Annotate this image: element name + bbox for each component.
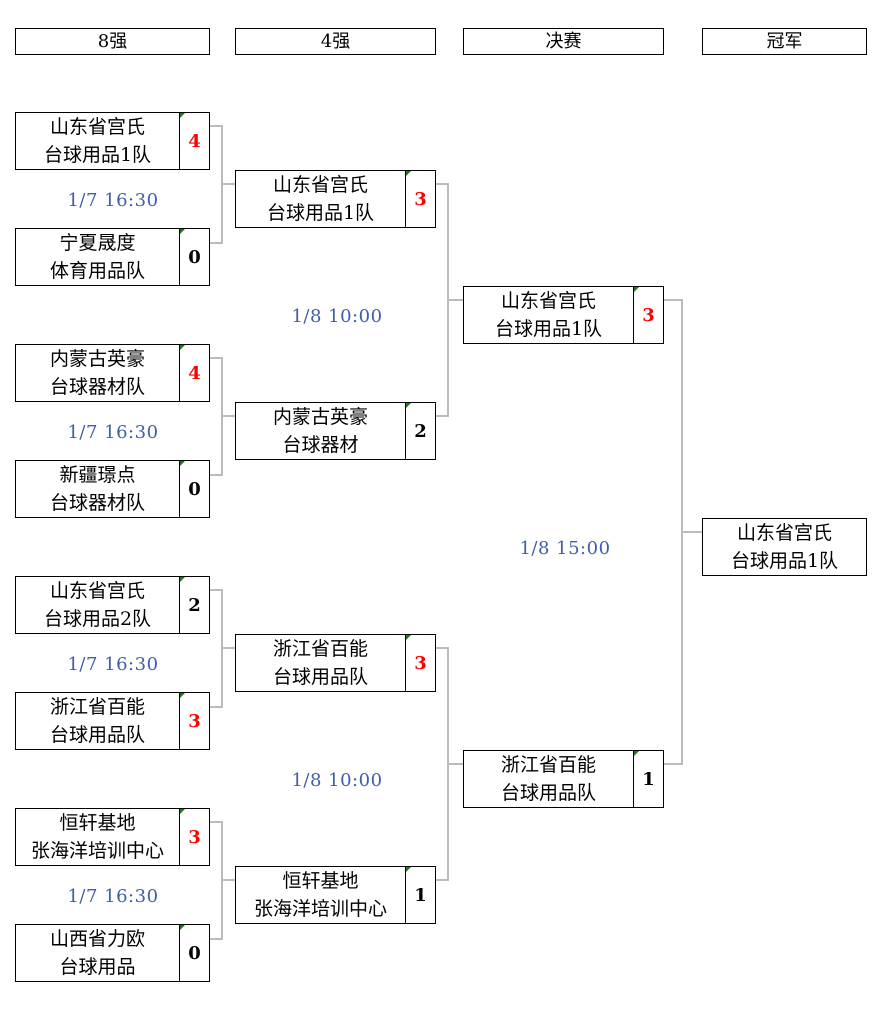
team-name-line: 浙江省百能 [49, 696, 145, 718]
team-name-line: 恒轩基地 [59, 812, 136, 834]
team-name-line: 恒轩基地 [282, 870, 359, 892]
team-score: 3 [179, 809, 209, 865]
team-name: 浙江省百能台球用品队 [16, 693, 179, 749]
team-name-line: 台球用品1队 [494, 318, 603, 340]
team-name-line: 新疆璟点 [59, 464, 136, 486]
team-score: 0 [179, 925, 209, 981]
team-score: 4 [179, 113, 209, 169]
team-name-line: 台球用品队 [500, 782, 596, 804]
team-name-line: 山西省力欧 [49, 928, 145, 950]
match-date: 1/7 16:30 [67, 422, 159, 443]
team-name-line: 山东省宫氏 [736, 522, 832, 544]
team-score: 0 [179, 461, 209, 517]
match-date: 1/7 16:30 [67, 190, 159, 211]
team-score: 3 [405, 171, 435, 227]
team-name: 内蒙古英豪台球器材 [236, 403, 405, 459]
team-name: 山东省宫氏台球用品2队 [16, 577, 179, 633]
team-name: 山西省力欧台球用品 [16, 925, 179, 981]
team-score: 3 [405, 635, 435, 691]
team-name-line: 张海洋培训中心 [253, 898, 387, 920]
team-name-line: 山东省宫氏 [49, 116, 145, 138]
header-final: 决赛 [463, 28, 664, 55]
header-round-of-8: 8强 [15, 28, 210, 55]
team-name: 山东省宫氏台球用品1队 [703, 519, 866, 575]
team-score: 2 [179, 577, 209, 633]
team-name-line: 台球用品1队 [730, 550, 839, 572]
team-name-line: 浙江省百能 [500, 754, 596, 776]
team-name-line: 台球用品 [59, 956, 136, 978]
team-score: 2 [405, 403, 435, 459]
team-name: 内蒙古英豪台球器材队 [16, 345, 179, 401]
team-name: 恒轩基地张海洋培训中心 [236, 867, 405, 923]
team-name-line: 山东省宫氏 [500, 290, 596, 312]
team-name-line: 台球器材队 [49, 376, 145, 398]
team-name-line: 台球用品队 [49, 724, 145, 746]
team-name-line: 台球用品2队 [43, 608, 152, 630]
team-score: 3 [179, 693, 209, 749]
team-name-line: 内蒙古英豪 [49, 348, 145, 370]
match-date: 1/8 15:00 [519, 538, 611, 559]
team-name: 浙江省百能台球用品队 [236, 635, 405, 691]
match-date: 1/7 16:30 [67, 886, 159, 907]
team-box[interactable]: 山东省宫氏台球用品1队 [702, 518, 867, 576]
team-name-line: 台球器材 [282, 434, 359, 456]
match-date: 1/7 16:30 [67, 654, 159, 675]
team-score: 3 [633, 287, 663, 343]
team-name: 宁夏晟度体育用品队 [16, 229, 179, 285]
team-name-line: 台球用品1队 [43, 144, 152, 166]
team-name: 浙江省百能台球用品队 [464, 751, 633, 807]
team-score: 1 [633, 751, 663, 807]
team-name-line: 内蒙古英豪 [272, 406, 368, 428]
team-name: 山东省宫氏台球用品1队 [464, 287, 633, 343]
header-semifinal: 4强 [235, 28, 436, 55]
team-name: 恒轩基地张海洋培训中心 [16, 809, 179, 865]
team-score: 4 [179, 345, 209, 401]
team-name-line: 浙江省百能 [272, 638, 368, 660]
team-name-line: 台球器材队 [49, 492, 145, 514]
header-champion: 冠军 [702, 28, 867, 55]
team-name-line: 台球用品队 [272, 666, 368, 688]
team-name-line: 山东省宫氏 [49, 580, 145, 602]
team-name-line: 宁夏晟度 [59, 232, 136, 254]
match-date: 1/8 10:00 [291, 770, 383, 791]
match-date: 1/8 10:00 [291, 306, 383, 327]
team-name-line: 张海洋培训中心 [30, 840, 164, 862]
team-name-line: 台球用品1队 [266, 202, 375, 224]
team-name: 新疆璟点台球器材队 [16, 461, 179, 517]
team-name: 山东省宫氏台球用品1队 [16, 113, 179, 169]
team-name-line: 体育用品队 [49, 260, 145, 282]
team-score: 1 [405, 867, 435, 923]
team-name: 山东省宫氏台球用品1队 [236, 171, 405, 227]
team-score: 0 [179, 229, 209, 285]
team-name-line: 山东省宫氏 [272, 174, 368, 196]
